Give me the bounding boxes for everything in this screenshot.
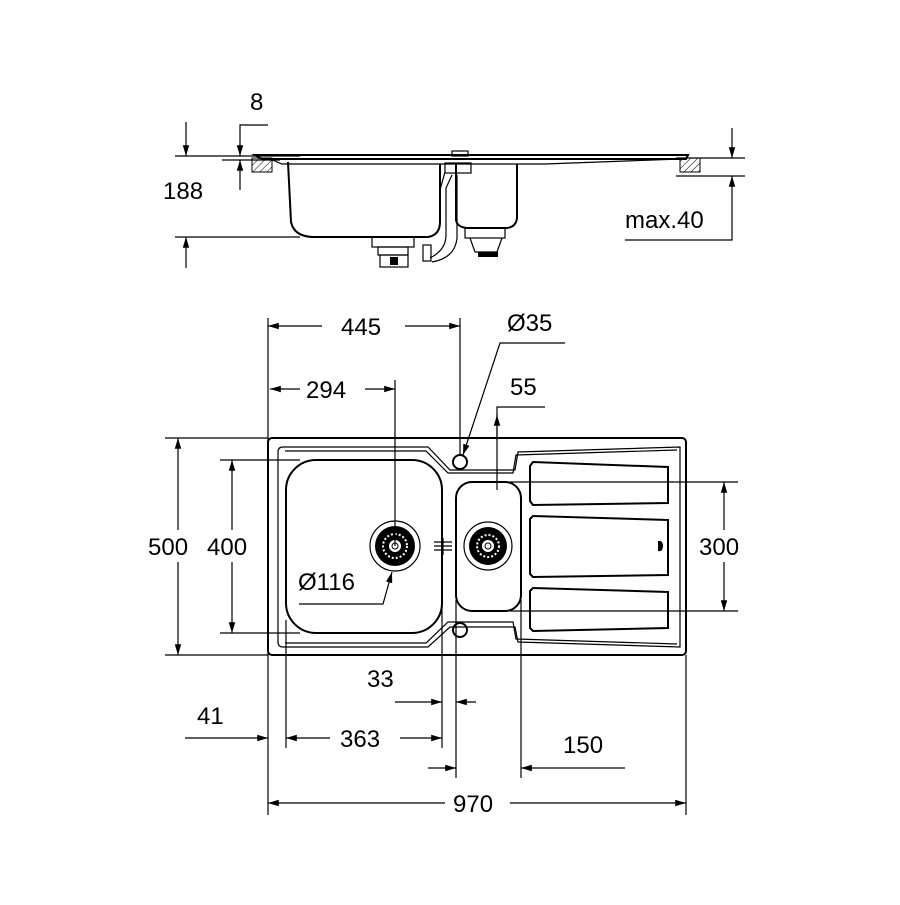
dim-500-label: 500: [148, 534, 188, 561]
worktop-section-right: [679, 157, 701, 173]
main-waste-nut: [377, 246, 409, 256]
sink-inner-rim: [277, 446, 681, 648]
dim-150-label: 150: [563, 732, 603, 759]
sink-rim-inner-top: [285, 449, 678, 474]
overflow-fitting: [444, 162, 472, 174]
dim-445-label: 445: [341, 314, 381, 341]
overflow-pipe: [429, 171, 458, 263]
side-view: 188 8 max.40: [163, 89, 745, 268]
worktop-section-left: [251, 157, 273, 173]
small-waste-icon: [463, 521, 513, 571]
main-waste-body: [371, 236, 415, 248]
rim-arrow-top: [236, 124, 268, 156]
centerline-marker: [434, 538, 452, 555]
dim-35-label: Ø35: [507, 310, 552, 337]
dim-363-label: 363: [340, 726, 380, 753]
dim-970-label: 970: [453, 791, 493, 818]
dim-300-label: 300: [699, 534, 739, 561]
small-bowl-profile: [455, 164, 518, 229]
small-bowl: [455, 481, 522, 612]
dim-33-label: 33: [367, 666, 394, 693]
dim-55-leader: [496, 406, 545, 490]
dim-116-label: Ø116: [298, 569, 355, 596]
dim-294-label: 294: [306, 377, 346, 404]
small-waste-thread: [478, 252, 498, 257]
dim-116-leader: [299, 571, 393, 605]
sink-top-plate: [251, 154, 690, 160]
drainer-drain-slot: [658, 540, 663, 552]
main-waste-clip: [390, 257, 398, 265]
height-label: 188: [163, 178, 203, 205]
overflow-hole-icon: [452, 622, 468, 638]
small-waste-taper: [469, 237, 503, 253]
rim-label: 8: [250, 89, 263, 116]
main-waste-trap-connector: [379, 254, 409, 268]
plan-view: 445 294 Ø35 55 500 400 300 Ø116: [148, 310, 739, 818]
drainer-ribs: [529, 460, 669, 633]
worktop-arrow-bottom: [625, 176, 736, 241]
dim-41-label: 41: [197, 703, 224, 730]
worktop-label: max.40: [625, 207, 704, 234]
main-bowl: [285, 459, 443, 634]
overflow-connector: [422, 244, 432, 262]
tap-hole-profile: [451, 150, 469, 157]
tap-hole-icon: [452, 454, 468, 470]
drainer-profile: [269, 158, 681, 165]
dim-400-label: 400: [207, 534, 247, 561]
dim-55-label: 55: [510, 374, 537, 401]
main-bowl-profile: [287, 161, 441, 238]
sink-rim-inner-bottom: [285, 621, 678, 645]
small-waste-body: [464, 227, 506, 239]
dim-35-leader: [462, 342, 565, 456]
